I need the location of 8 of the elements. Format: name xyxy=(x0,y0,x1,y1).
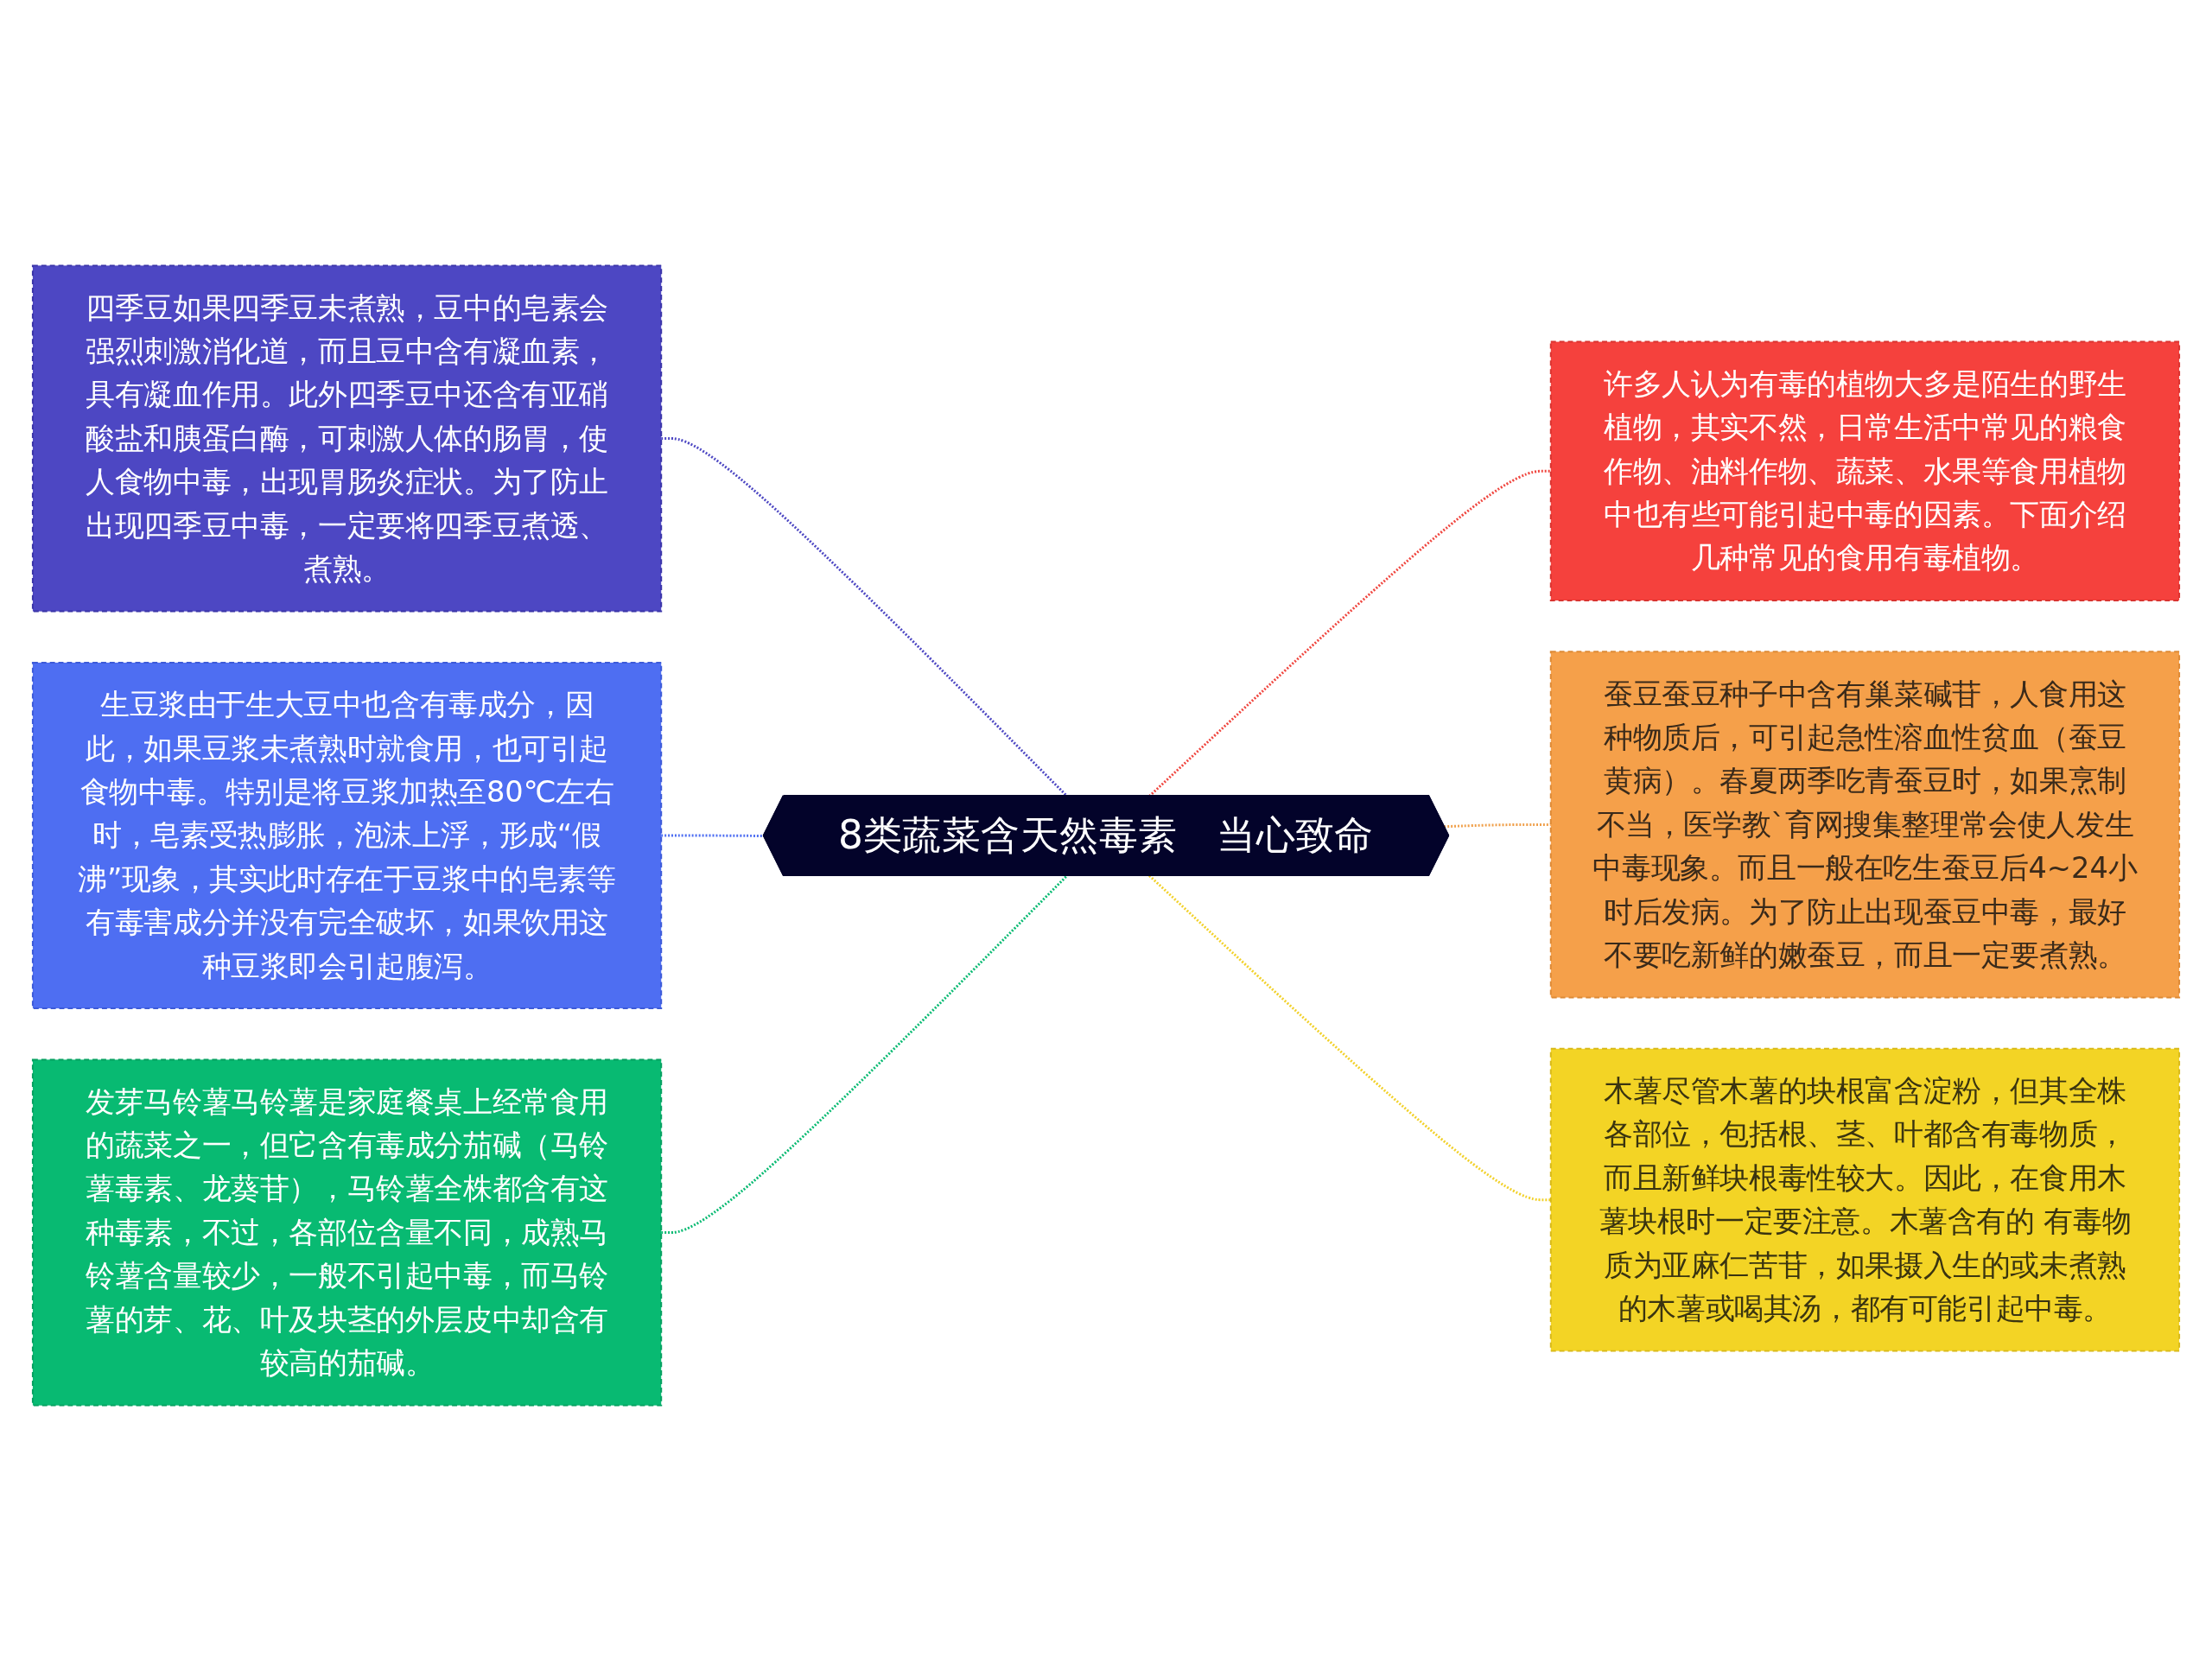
connector xyxy=(1148,469,1551,797)
node-box: 许多人认为有毒的植物大多是陌生的野生植物，其实不然，日常生活中常见的粮食作物、油料作物、蔬菜、水果等食用植物中也有些可能引起中毒的因素。下面介绍几种常见的食用有毒植物。 xyxy=(1549,340,2181,601)
node-box: 发芽马铃薯马铃薯是家庭餐桌上经常食用的蔬菜之一，但它含有毒成分茄碱（马铃薯毒素、龙葵苷），马铃薯全株都含有这种毒素，不过，各部位含量不同，成熟马铃薯含量较少，一般不引起中毒，而马铃薯的芽、花、叶及块茎的外层皮中却含有较高的茄碱。 xyxy=(31,1058,663,1407)
connector xyxy=(1444,823,1551,829)
node-box: 蚕豆蚕豆种子中含有巢菜碱苷，人食用这种物质后，可引起急性溶血性贫血（蚕豆黄病）。春夏两季吃青蚕豆时，如果烹制不当，医学教`育网搜集整理常会使人发生中毒现象。而且一般在吃生蚕豆后4~24小时后发病。为了防止出现蚕豆中毒，最好不要吃新鲜的嫩蚕豆，而且一定要煮熟。 xyxy=(1549,651,2181,999)
node-box: 四季豆如果四季豆未煮熟，豆中的皂素会强烈刺激消化道，而且豆中含有凝血素，具有凝血作用。此外四季豆中还含有亚硝酸盐和胰蛋白酶，可刺激人体的肠胃，使人食物中毒，出现胃肠炎症状。为了防止出现四季豆中毒，一定要将四季豆煮透、煮熟。 xyxy=(31,264,663,613)
node-box: 木薯尽管木薯的块根富含淀粉，但其全株各部位，包括根、茎、叶都含有毒物质，而且新鲜块根毒性较大。因此，在食用木薯块根时一定要注意。木薯含有的 有毒物质为亚麻仁苦苷，如果摄入生的或未煮熟的木薯或喝其汤，都有可能引起中毒。 xyxy=(1549,1047,2181,1352)
node-box: 生豆浆由于生大豆中也含有毒成分，因此，如果豆浆未煮熟时就食用，也可引起食物中毒。特别是将豆浆加热至80℃左右时，皂素受热膨胀，泡沫上浮，形成“假沸”现象，其实此时存在于豆浆中的皂素等有毒害成分并没有完全破坏，如果饮用这种豆浆即会引起腹泻。 xyxy=(31,661,663,1010)
